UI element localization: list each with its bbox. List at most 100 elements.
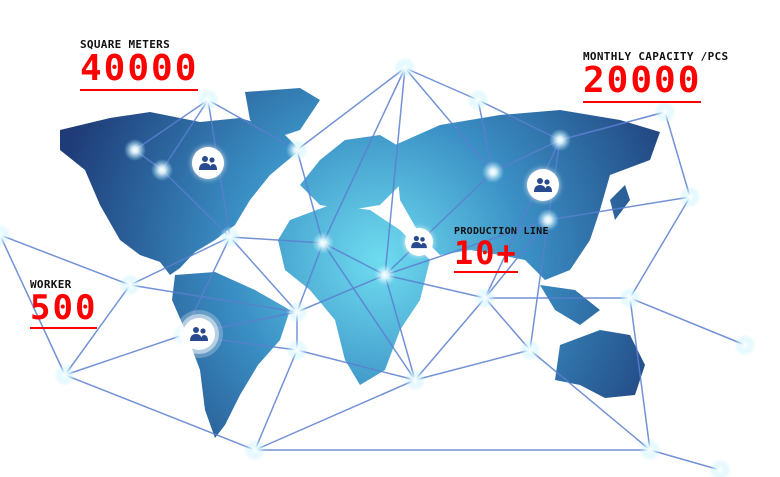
japan [610, 185, 630, 220]
network-line [384, 274, 486, 299]
stat-value: 40000 [80, 48, 199, 91]
user-group-icon [192, 147, 224, 179]
stat-label: SQUARE METERS [80, 38, 170, 51]
network-node-glow [537, 209, 559, 231]
north-america [60, 112, 300, 275]
network-line [296, 274, 386, 313]
network-node-glow [119, 274, 141, 296]
network-line [296, 149, 324, 244]
network-node-glow [374, 264, 396, 286]
network-line [529, 219, 549, 351]
network-line [547, 196, 691, 221]
network-line [161, 169, 231, 238]
user-group-icon [183, 318, 215, 350]
europe [300, 135, 405, 210]
stat-label: MONTHLY CAPACITY /PCS [583, 50, 729, 63]
stat-square-meters: SQUARE METERS 40000 [80, 38, 199, 91]
network-line [629, 297, 651, 451]
network-line [484, 297, 531, 351]
network-line [0, 234, 131, 286]
network-line [134, 99, 209, 151]
stat-worker: WORKER 500 [30, 278, 98, 329]
network-node-glow [519, 339, 541, 361]
network-line [229, 236, 324, 244]
network-node-glow [312, 232, 334, 254]
network-node-glow [124, 139, 146, 161]
network-line [322, 242, 386, 276]
network-line [254, 349, 298, 451]
network-line [254, 379, 416, 451]
network-line [404, 67, 479, 101]
network-node-glow [467, 89, 489, 111]
network-node-glow [482, 161, 504, 183]
stat-value: 500 [30, 288, 98, 329]
network-line [529, 349, 651, 451]
continents [60, 88, 660, 438]
network-node-glow [286, 139, 308, 161]
network-line [629, 196, 691, 299]
network-node-glow [394, 57, 416, 79]
network-node-glow [709, 459, 731, 477]
network-line [296, 67, 406, 151]
network-line [629, 297, 746, 346]
southeast-asia [540, 285, 600, 325]
network-node-glow [474, 287, 496, 309]
network-line [477, 99, 494, 173]
network-line [207, 99, 298, 151]
stat-production-line: PRODUCTION LINE 10+ [454, 226, 549, 273]
network-line [664, 111, 691, 198]
network-line [384, 274, 416, 381]
network-line [484, 219, 549, 299]
stat-label: PRODUCTION LINE [454, 226, 549, 237]
network-line [296, 242, 324, 313]
stat-label: WORKER [30, 278, 72, 291]
network-node-glow [0, 224, 11, 246]
network-node-glow [219, 226, 241, 248]
network-line [492, 139, 561, 173]
greenland [245, 88, 320, 140]
stat-value: 10+ [454, 234, 518, 273]
network-line [384, 67, 406, 276]
network-nodes [0, 57, 756, 477]
network-line [559, 111, 666, 141]
network-line [322, 242, 416, 381]
south-america [172, 272, 290, 438]
australia [555, 330, 645, 398]
network-node-glow [151, 159, 173, 181]
stat-monthly-capacity: MONTHLY CAPACITY /PCS 20000 [583, 50, 728, 103]
network-line [322, 67, 406, 244]
network-node-glow [549, 129, 571, 151]
network-node-glow [404, 369, 426, 391]
network-line [414, 349, 531, 381]
network-line [182, 236, 231, 336]
network-node-glow [54, 364, 76, 386]
network-node-glow [639, 439, 661, 461]
network-line [404, 67, 494, 173]
network-line [384, 219, 549, 276]
user-group-icon [405, 228, 433, 256]
network-node-glow [679, 186, 701, 208]
network-line [64, 374, 256, 451]
network-line [414, 297, 486, 381]
network-node-glow [286, 339, 308, 361]
network-line [64, 284, 131, 376]
network-line [129, 284, 298, 313]
network-line [229, 236, 298, 313]
network-node-glow [286, 301, 308, 323]
user-group-icon [527, 169, 559, 201]
stat-value: 20000 [583, 60, 702, 103]
network-node-glow [734, 334, 756, 356]
network-node-glow [654, 101, 676, 123]
network-line [161, 99, 209, 171]
network-node-glow [244, 439, 266, 461]
network-line [296, 349, 416, 381]
network-line [384, 171, 494, 276]
asia [395, 110, 660, 280]
network-node-glow [197, 89, 219, 111]
network-line [0, 234, 66, 376]
network-line [649, 449, 721, 471]
network-line [477, 99, 561, 141]
network-node-glow [619, 287, 641, 309]
